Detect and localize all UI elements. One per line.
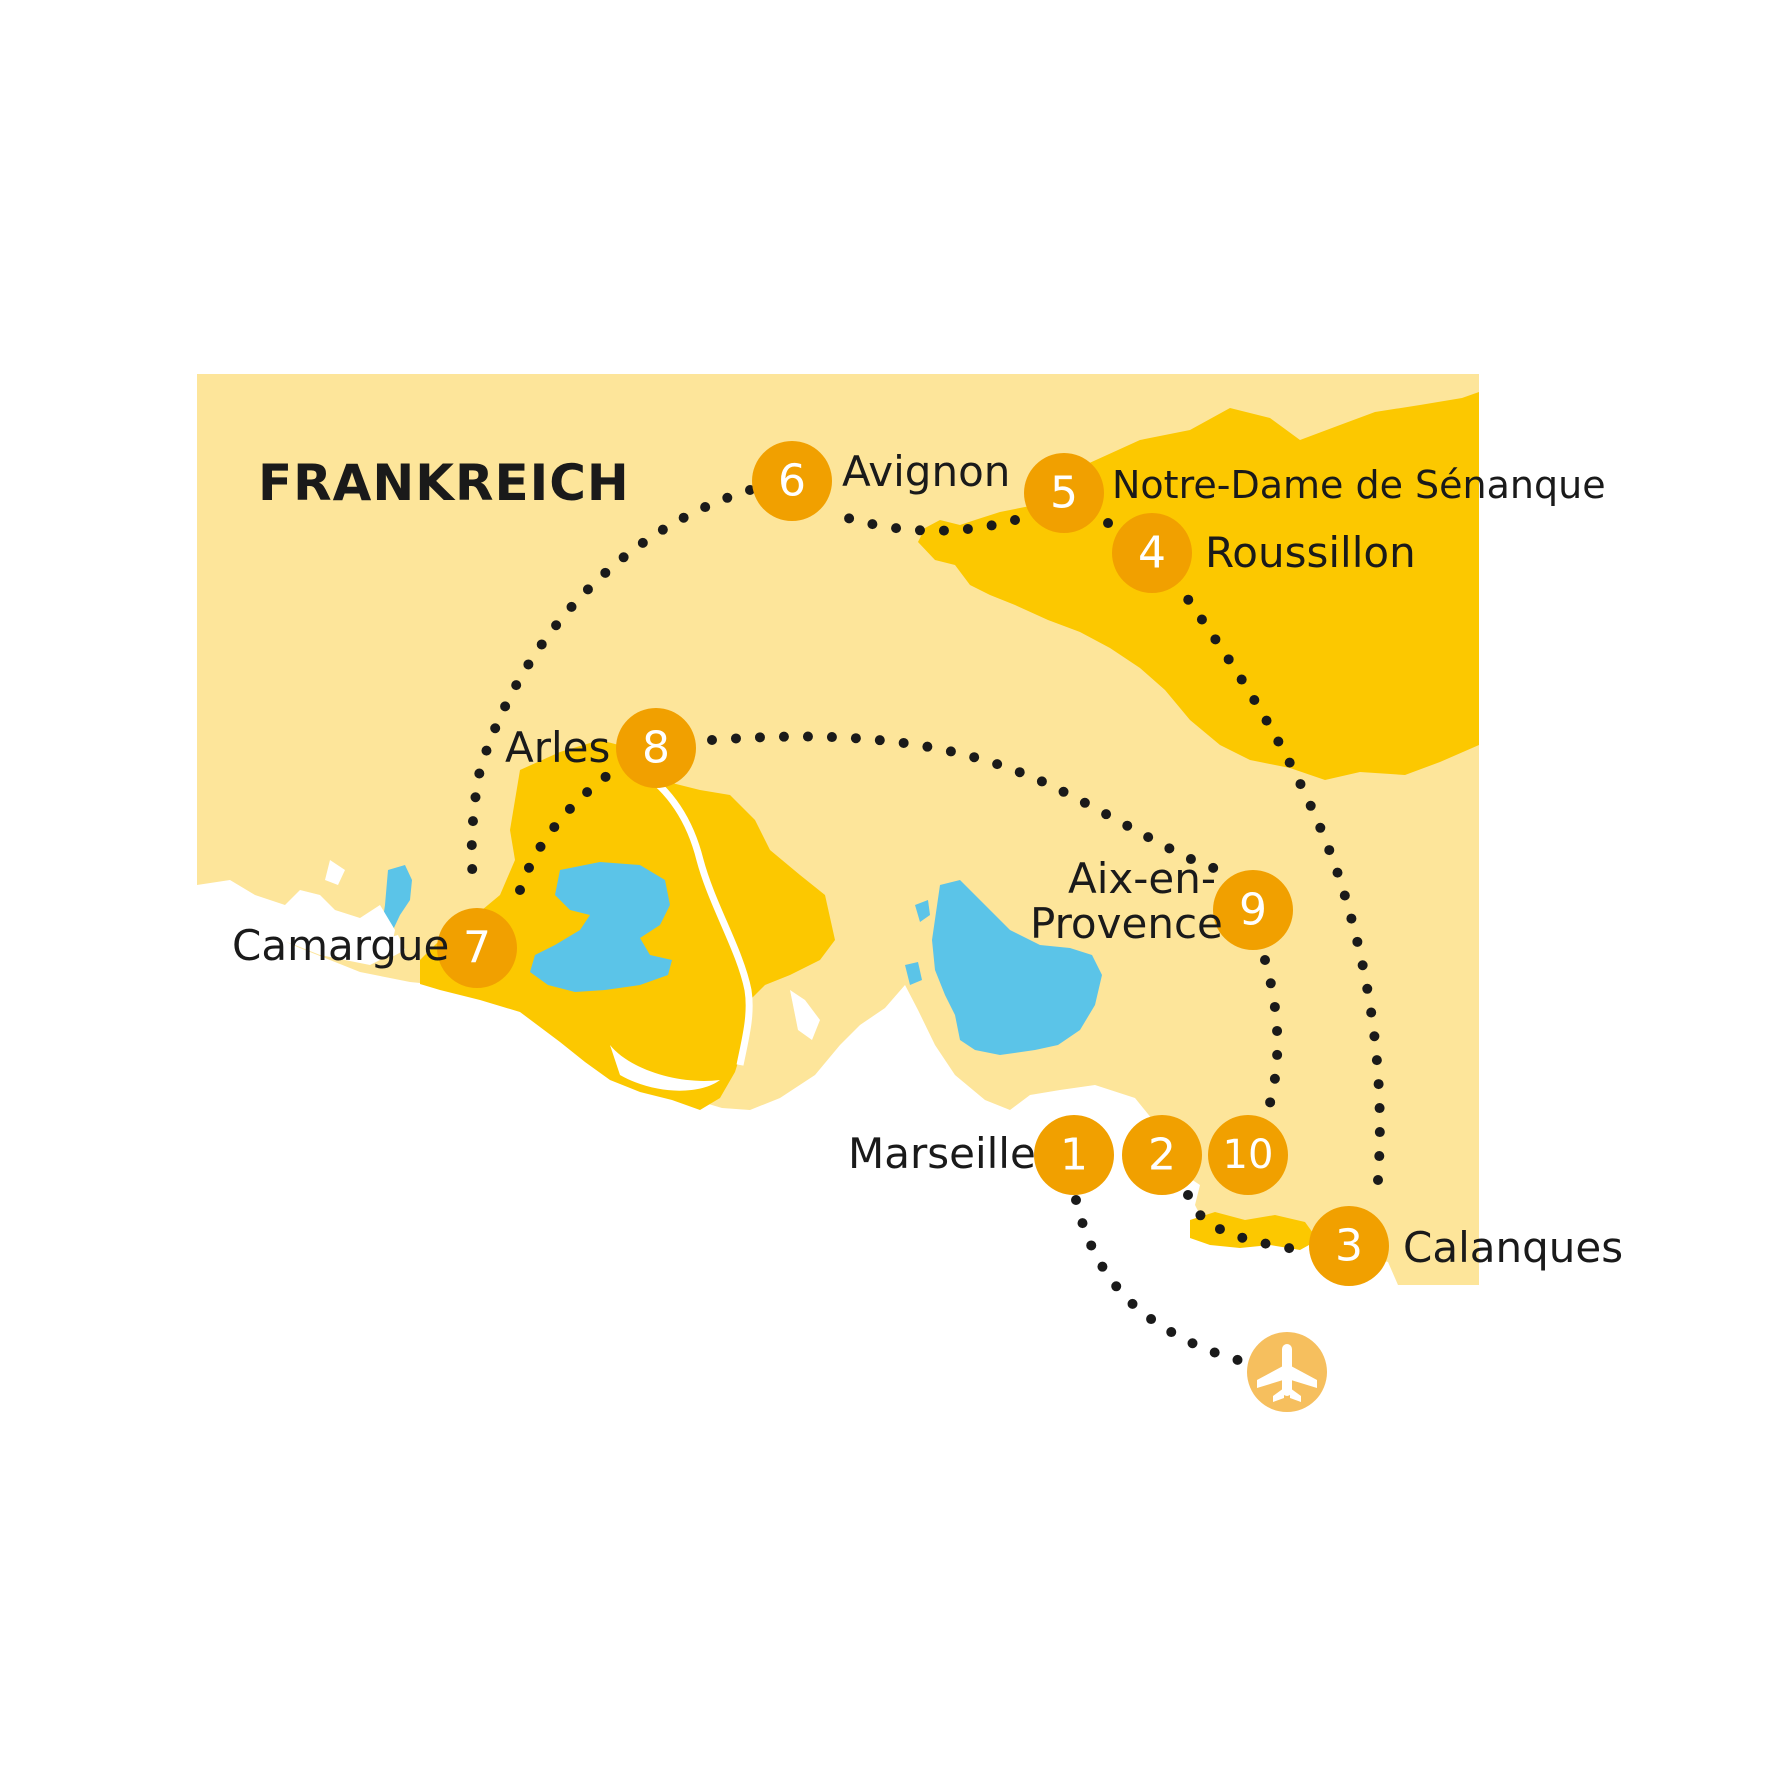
stop-marker-2[interactable]: 2 (1122, 1115, 1202, 1195)
stop-marker-8[interactable]: 8 (616, 708, 696, 788)
stop-label-aix-line1: Aix-en- (1068, 854, 1216, 903)
stop-marker-1[interactable]: 1 (1034, 1115, 1114, 1195)
stop-label-camargue: Camargue (232, 921, 449, 970)
stop-label-marseille: Marseille (848, 1129, 1036, 1178)
stop-labels: Marseille Calanques Roussillon Notre-Dam… (232, 447, 1623, 1272)
stop-label-aix-line2: Provence (1030, 899, 1223, 948)
stop-markers: 1 2 10 3 4 5 6 7 (437, 441, 1389, 1286)
small-lake (915, 900, 930, 922)
route-segment-3-to-4 (1180, 590, 1385, 1185)
stop-marker-10[interactable]: 10 (1208, 1115, 1288, 1195)
etang-de-vaccares (530, 862, 672, 992)
country-label: FRANKREICH (258, 454, 630, 512)
svg-text:1: 1 (1060, 1130, 1088, 1181)
route-segment-1-to-airport (1071, 1195, 1243, 1365)
camargue-pond (382, 865, 412, 932)
svg-text:9: 9 (1239, 885, 1267, 936)
stop-label-notre-dame: Notre-Dame de Sénanque (1112, 463, 1606, 507)
water-bodies (382, 862, 1102, 1055)
route-segment-9-to-10 (1260, 955, 1283, 1115)
small-lake (905, 962, 922, 985)
svg-text:5: 5 (1050, 468, 1078, 519)
svg-text:6: 6 (778, 456, 806, 507)
svg-text:3: 3 (1335, 1221, 1363, 1272)
svg-text:7: 7 (463, 923, 491, 974)
airport-marker[interactable] (1247, 1332, 1327, 1412)
rhone-river (638, 767, 753, 1066)
route-segment-7-to-8 (515, 740, 660, 895)
svg-text:10: 10 (1223, 1132, 1274, 1178)
stop-marker-6[interactable]: 6 (752, 441, 832, 521)
stop-label-roussillon: Roussillon (1205, 528, 1416, 577)
stop-marker-9[interactable]: 9 (1213, 870, 1293, 950)
svg-text:8: 8 (642, 723, 670, 774)
stop-marker-4[interactable]: 4 (1112, 513, 1192, 593)
stop-label-calanques: Calanques (1403, 1223, 1623, 1272)
svg-text:4: 4 (1138, 528, 1166, 579)
airplane-icon (1257, 1344, 1317, 1402)
stop-label-arles: Arles (505, 723, 610, 772)
stop-marker-7[interactable]: 7 (437, 908, 517, 988)
route-segment-6-to-7 (466, 485, 755, 895)
etang-de-berre (932, 880, 1102, 1055)
route-segment-5-to-6 (833, 510, 1020, 536)
svg-text:2: 2 (1148, 1130, 1176, 1181)
stop-label-avignon: Avignon (842, 447, 1010, 496)
calanques-region (1190, 1212, 1318, 1250)
stop-marker-3[interactable]: 3 (1309, 1206, 1389, 1286)
stop-marker-5[interactable]: 5 (1024, 453, 1104, 533)
